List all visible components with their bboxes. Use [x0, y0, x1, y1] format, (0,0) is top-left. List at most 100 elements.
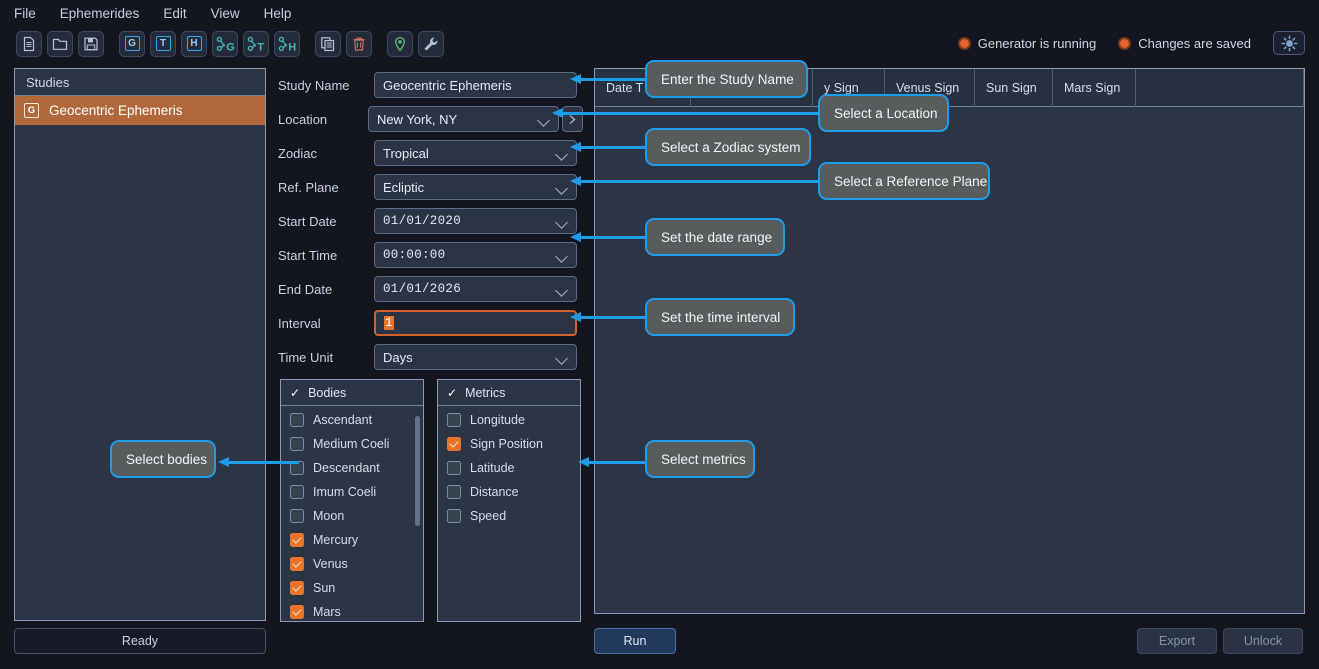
checkbox-icon[interactable]: [290, 605, 304, 619]
topocentric-icon: T: [155, 36, 171, 51]
table-column-header[interactable]: Mars Sign: [1053, 68, 1136, 107]
metrics-item-speed[interactable]: Speed: [438, 504, 580, 528]
run-button[interactable]: Run: [594, 628, 676, 654]
metrics-item-longitude[interactable]: Longitude: [438, 408, 580, 432]
generator-status: Generator is running: [957, 36, 1096, 51]
bodies-item-ascendant[interactable]: Ascendant: [281, 408, 423, 432]
arrow-line: [561, 112, 831, 115]
changes-led-icon: [1118, 36, 1132, 50]
table-column-header[interactable]: y Sign: [813, 68, 885, 107]
end-date-select[interactable]: 01/01/2026: [374, 276, 577, 302]
delete-button[interactable]: [346, 30, 372, 57]
bodies-scrollbar[interactable]: [415, 416, 420, 526]
save-button[interactable]: [78, 30, 104, 57]
bodies-item-mercury[interactable]: Mercury: [281, 528, 423, 552]
status-area: Generator is running Changes are saved: [957, 29, 1305, 57]
open-folder-button[interactable]: [47, 30, 73, 57]
callout-bodies: Select bodies: [110, 440, 216, 478]
menu-item-ephemerides[interactable]: Ephemerides: [59, 6, 140, 21]
status-ready-button[interactable]: Ready: [14, 628, 266, 654]
export-button[interactable]: Export: [1137, 628, 1217, 654]
form-row-start-date: Start Date 01/01/2020: [278, 204, 583, 238]
start-date-label: Start Date: [278, 213, 337, 229]
start-time-select[interactable]: 00:00:00: [374, 242, 577, 268]
menu-item-file[interactable]: File: [14, 6, 36, 21]
checkbox-icon[interactable]: [290, 437, 304, 451]
theme-toggle-button[interactable]: [1273, 31, 1305, 55]
checkbox-icon[interactable]: [447, 461, 461, 475]
metrics-item-sign-position[interactable]: Sign Position: [438, 432, 580, 456]
menu-item-edit[interactable]: Edit: [163, 6, 187, 21]
graph-heliocentric-button[interactable]: H: [274, 30, 300, 57]
checkbox-icon[interactable]: [447, 413, 461, 427]
svg-text:G: G: [226, 41, 235, 52]
geocentric-button[interactable]: G: [119, 30, 145, 57]
bodies-header[interactable]: ✓ Bodies: [281, 380, 423, 406]
table-column-header[interactable]: Sun Sign: [975, 68, 1053, 107]
checkbox-icon[interactable]: [447, 485, 461, 499]
start-date-select[interactable]: 01/01/2020: [374, 208, 577, 234]
checkbox-icon[interactable]: [290, 485, 304, 499]
graph-geocentric-button[interactable]: G: [212, 30, 238, 57]
table-column-header[interactable]: [691, 68, 813, 107]
metrics-header[interactable]: ✓ Metrics: [438, 380, 580, 406]
delete-icon: [351, 36, 367, 52]
zodiac-select[interactable]: Tropical: [374, 140, 577, 166]
bodies-item-moon[interactable]: Moon: [281, 504, 423, 528]
bodies-item-descendant[interactable]: Descendant: [281, 456, 423, 480]
table-column-header[interactable]: Venus Sign: [885, 68, 975, 107]
checkbox-icon[interactable]: [290, 581, 304, 595]
checkbox-icon[interactable]: [290, 533, 304, 547]
end-date-label: End Date: [278, 281, 333, 297]
graph-topocentric-icon: T: [247, 36, 266, 53]
interval-input[interactable]: 1: [374, 310, 577, 336]
chevron-down-icon: [557, 252, 568, 258]
location-pin-button[interactable]: [387, 30, 413, 57]
menu-item-view[interactable]: View: [210, 6, 240, 21]
ref-plane-select[interactable]: Ecliptic: [374, 174, 577, 200]
topocentric-button[interactable]: T: [150, 30, 176, 57]
settings-wrench-button[interactable]: [418, 30, 444, 57]
checkbox-icon[interactable]: [290, 413, 304, 427]
table-column-header[interactable]: [1136, 68, 1304, 107]
metrics-item-distance[interactable]: Distance: [438, 480, 580, 504]
copy-icon: [320, 36, 336, 52]
bodies-item-medium-coeli[interactable]: Medium Coeli: [281, 432, 423, 456]
menu-item-help[interactable]: Help: [263, 6, 292, 21]
end-date-value: 01/01/2026: [383, 282, 462, 296]
callout-ref-plane: Select a Reference Plane: [818, 162, 990, 200]
unlock-button[interactable]: Unlock: [1223, 628, 1303, 654]
svg-text:T: T: [257, 41, 264, 52]
checkbox-label: Imum Coeli: [313, 485, 377, 499]
graph-topocentric-button[interactable]: T: [243, 30, 269, 57]
new-file-button[interactable]: [16, 30, 42, 57]
bodies-item-venus[interactable]: Venus: [281, 552, 423, 576]
location-select[interactable]: New York, NY: [367, 106, 560, 132]
svg-text:H: H: [288, 41, 296, 52]
callout-location: Select a Location: [818, 94, 949, 132]
checkbox-icon[interactable]: [447, 509, 461, 523]
checkbox-label: Latitude: [470, 461, 515, 475]
arrow-metrics: [578, 457, 658, 467]
callout-zodiac: Select a Zodiac system: [645, 128, 811, 166]
checkbox-icon[interactable]: [290, 557, 304, 571]
time-unit-label: Time Unit: [278, 349, 334, 365]
bodies-item-mars[interactable]: Mars: [281, 600, 423, 624]
bodies-item-sun[interactable]: Sun: [281, 576, 423, 600]
metrics-item-latitude[interactable]: Latitude: [438, 456, 580, 480]
checkbox-icon[interactable]: [447, 437, 461, 451]
arrow-head-icon: [570, 74, 581, 84]
bodies-item-imum-coeli[interactable]: Imum Coeli: [281, 480, 423, 504]
graph-geocentric-icon: G: [216, 36, 235, 53]
interval-value: 1: [384, 316, 394, 330]
time-unit-select[interactable]: Days: [374, 344, 577, 370]
checkbox-icon[interactable]: [290, 509, 304, 523]
arrow-line: [579, 316, 657, 319]
arrow-line: [587, 461, 657, 464]
heliocentric-button[interactable]: H: [181, 30, 207, 57]
copy-button[interactable]: [315, 30, 341, 57]
study-name-input[interactable]: Geocentric Ephemeris: [374, 72, 577, 98]
